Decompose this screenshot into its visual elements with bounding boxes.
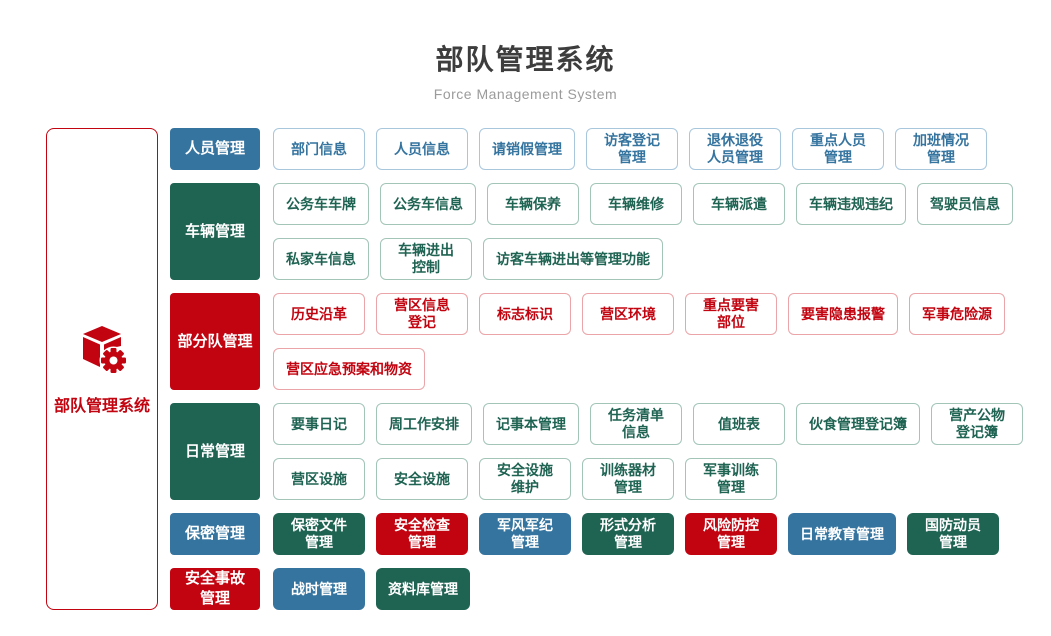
item-button[interactable]: 军风军纪 管理 bbox=[479, 513, 571, 555]
item-button[interactable]: 伙食管理登记簿 bbox=[796, 403, 920, 445]
item-button[interactable]: 风险防控 管理 bbox=[685, 513, 777, 555]
item-button[interactable]: 值班表 bbox=[693, 403, 785, 445]
item-button[interactable]: 公务车车牌 bbox=[273, 183, 369, 225]
group-safety-accident-management: 安全事故 管理战时管理资料库管理 bbox=[170, 568, 1023, 610]
item-button[interactable]: 营区应急预案和物资 bbox=[273, 348, 425, 390]
group-secrecy-management: 保密管理保密文件 管理安全检查 管理军风军纪 管理形式分析 管理风险防控 管理日… bbox=[170, 513, 1023, 555]
item-button[interactable]: 周工作安排 bbox=[376, 403, 472, 445]
item-button[interactable]: 加班情况 管理 bbox=[895, 128, 987, 170]
item-button[interactable]: 标志标识 bbox=[479, 293, 571, 335]
group-secrecy-management-items: 保密文件 管理安全检查 管理军风军纪 管理形式分析 管理风险防控 管理日常教育管… bbox=[273, 513, 999, 555]
item-button[interactable]: 形式分析 管理 bbox=[582, 513, 674, 555]
item-button[interactable]: 访客登记 管理 bbox=[586, 128, 678, 170]
item-button[interactable]: 车辆保养 bbox=[487, 183, 579, 225]
item-button[interactable]: 营区环境 bbox=[582, 293, 674, 335]
group-vehicle-management: 车辆管理公务车车牌公务车信息车辆保养车辆维修车辆派遣车辆违规违纪驾驶员信息私家车… bbox=[170, 183, 1023, 280]
group-safety-accident-management-header[interactable]: 安全事故 管理 bbox=[170, 568, 260, 610]
item-button[interactable]: 记事本管理 bbox=[483, 403, 579, 445]
group-subunit-management-items: 历史沿革营区信息 登记标志标识营区环境重点要害 部位要害隐患报警军事危险源营区应… bbox=[273, 293, 1005, 390]
item-button[interactable]: 安全设施 bbox=[376, 458, 468, 500]
item-row: 战时管理资料库管理 bbox=[273, 568, 470, 610]
group-daily-management-items: 要事日记周工作安排记事本管理任务清单 信息值班表伙食管理登记簿营产公物 登记簿营… bbox=[273, 403, 1023, 500]
item-button[interactable]: 重点人员 管理 bbox=[792, 128, 884, 170]
group-daily-management: 日常管理要事日记周工作安排记事本管理任务清单 信息值班表伙食管理登记簿营产公物 … bbox=[170, 403, 1023, 500]
item-button[interactable]: 车辆派遣 bbox=[693, 183, 785, 225]
item-row: 营区设施安全设施安全设施 维护训练器材 管理军事训练 管理 bbox=[273, 458, 1023, 500]
item-button[interactable]: 日常教育管理 bbox=[788, 513, 896, 555]
item-button[interactable]: 要害隐患报警 bbox=[788, 293, 898, 335]
item-button[interactable]: 驾驶员信息 bbox=[917, 183, 1013, 225]
group-personnel-management: 人员管理部门信息人员信息请销假管理访客登记 管理退休退役 人员管理重点人员 管理… bbox=[170, 128, 1023, 170]
item-button[interactable]: 车辆维修 bbox=[590, 183, 682, 225]
page-subtitle: Force Management System bbox=[433, 86, 618, 102]
item-button[interactable]: 营区设施 bbox=[273, 458, 365, 500]
item-button[interactable]: 访客车辆进出等管理功能 bbox=[483, 238, 663, 280]
item-button[interactable]: 军事训练 管理 bbox=[685, 458, 777, 500]
item-button[interactable]: 车辆进出 控制 bbox=[380, 238, 472, 280]
item-row: 要事日记周工作安排记事本管理任务清单 信息值班表伙食管理登记簿营产公物 登记簿 bbox=[273, 403, 1023, 445]
group-secrecy-management-header[interactable]: 保密管理 bbox=[170, 513, 260, 555]
group-vehicle-management-items: 公务车车牌公务车信息车辆保养车辆维修车辆派遣车辆违规违纪驾驶员信息私家车信息车辆… bbox=[273, 183, 1013, 280]
item-button[interactable]: 部门信息 bbox=[273, 128, 365, 170]
item-button[interactable]: 安全设施 维护 bbox=[479, 458, 571, 500]
item-button[interactable]: 公务车信息 bbox=[380, 183, 476, 225]
group-vehicle-management-header[interactable]: 车辆管理 bbox=[170, 183, 260, 280]
item-row: 私家车信息车辆进出 控制访客车辆进出等管理功能 bbox=[273, 238, 1013, 280]
item-row: 公务车车牌公务车信息车辆保养车辆维修车辆派遣车辆违规违纪驾驶员信息 bbox=[273, 183, 1013, 225]
item-button[interactable]: 国防动员 管理 bbox=[907, 513, 999, 555]
group-personnel-management-header[interactable]: 人员管理 bbox=[170, 128, 260, 170]
item-button[interactable]: 战时管理 bbox=[273, 568, 365, 610]
item-button[interactable]: 保密文件 管理 bbox=[273, 513, 365, 555]
item-button[interactable]: 营区信息 登记 bbox=[376, 293, 468, 335]
page-header: 部队管理系统 Force Management System bbox=[0, 0, 1051, 102]
item-button[interactable]: 车辆违规违纪 bbox=[796, 183, 906, 225]
item-row: 历史沿革营区信息 登记标志标识营区环境重点要害 部位要害隐患报警军事危险源 bbox=[273, 293, 1005, 335]
root-system-box: 部队管理系统 bbox=[46, 128, 158, 610]
item-button[interactable]: 重点要害 部位 bbox=[685, 293, 777, 335]
page-title: 部队管理系统 bbox=[435, 44, 616, 75]
item-button[interactable]: 军事危险源 bbox=[909, 293, 1005, 335]
item-row: 营区应急预案和物资 bbox=[273, 348, 1005, 390]
diagram-layout: 部队管理系统 人员管理部门信息人员信息请销假管理访客登记 管理退休退役 人员管理… bbox=[46, 128, 1051, 610]
group-safety-accident-management-items: 战时管理资料库管理 bbox=[273, 568, 470, 610]
item-button[interactable]: 任务清单 信息 bbox=[590, 403, 682, 445]
item-button[interactable]: 要事日记 bbox=[273, 403, 365, 445]
root-system-label: 部队管理系统 bbox=[53, 397, 150, 415]
cube-gear-icon bbox=[76, 323, 128, 380]
group-personnel-management-items: 部门信息人员信息请销假管理访客登记 管理退休退役 人员管理重点人员 管理加班情况… bbox=[273, 128, 987, 170]
group-daily-management-header[interactable]: 日常管理 bbox=[170, 403, 260, 500]
item-button[interactable]: 历史沿革 bbox=[273, 293, 365, 335]
group-subunit-management: 部分队管理历史沿革营区信息 登记标志标识营区环境重点要害 部位要害隐患报警军事危… bbox=[170, 293, 1023, 390]
item-button[interactable]: 训练器材 管理 bbox=[582, 458, 674, 500]
group-subunit-management-header[interactable]: 部分队管理 bbox=[170, 293, 260, 390]
item-button[interactable]: 请销假管理 bbox=[479, 128, 575, 170]
item-button[interactable]: 人员信息 bbox=[376, 128, 468, 170]
item-button[interactable]: 营产公物 登记簿 bbox=[931, 403, 1023, 445]
item-button[interactable]: 退休退役 人员管理 bbox=[689, 128, 781, 170]
groups-container: 人员管理部门信息人员信息请销假管理访客登记 管理退休退役 人员管理重点人员 管理… bbox=[170, 128, 1023, 610]
item-button[interactable]: 资料库管理 bbox=[376, 568, 470, 610]
item-button[interactable]: 私家车信息 bbox=[273, 238, 369, 280]
item-row: 保密文件 管理安全检查 管理军风军纪 管理形式分析 管理风险防控 管理日常教育管… bbox=[273, 513, 999, 555]
item-button[interactable]: 安全检查 管理 bbox=[376, 513, 468, 555]
item-row: 部门信息人员信息请销假管理访客登记 管理退休退役 人员管理重点人员 管理加班情况… bbox=[273, 128, 987, 170]
